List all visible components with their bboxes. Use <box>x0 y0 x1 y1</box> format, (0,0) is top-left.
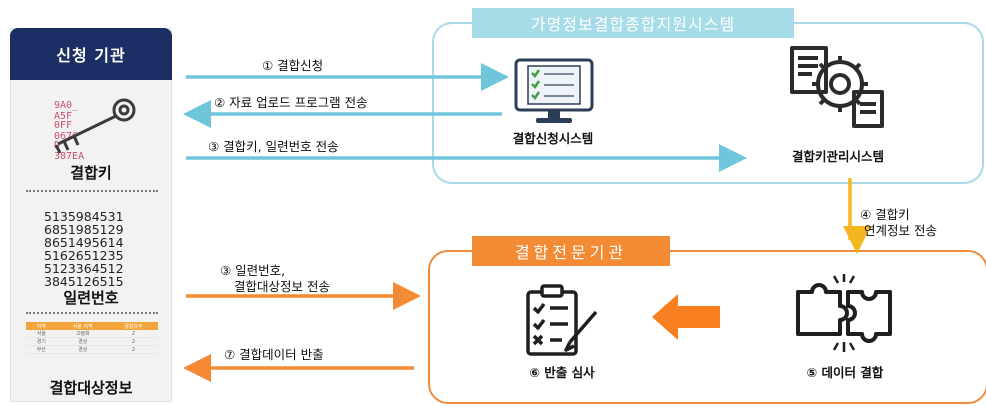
serial-item: 5123364512 <box>44 261 124 276</box>
table-header: 서울 지역 <box>56 322 109 330</box>
table-cell: 2 <box>108 330 158 338</box>
key-system-label: 결합키관리시스템 <box>791 149 884 164</box>
step7-label: ⑦ 결합데이터 반출 <box>224 347 324 362</box>
checklist-monitor-icon <box>514 58 594 123</box>
divider-2 <box>26 312 158 314</box>
expert-agency-title: 결합전문기관 <box>472 236 670 266</box>
table-header: 결합유무 <box>108 322 158 330</box>
gear-documents-icon <box>790 46 884 128</box>
support-system-title: 가명정보결합종합지원시스템 <box>472 8 794 38</box>
table-cell: 고령화 <box>56 330 109 338</box>
key-icon <box>54 98 136 154</box>
table-row: 서울 고령화 2 <box>26 330 158 338</box>
target-title: 결합대상정보 <box>49 379 133 397</box>
serial-item: 8651495614 <box>44 235 124 250</box>
review-label: ⑥ 반출 심사 <box>529 365 595 380</box>
divider-1 <box>26 190 158 192</box>
step3b-label-line2: 결합대상정보 전송 <box>234 279 330 294</box>
key-code-1: 9A0_ A5F <box>54 100 79 122</box>
key-code-2: 0FF 067C <box>54 120 79 142</box>
serial-title: 일련번호 <box>63 289 119 307</box>
table-row: 경기 경상 2 <box>26 337 158 346</box>
serial-item: 3845126515 <box>44 274 124 289</box>
step3b-label-line1: ③ 일련번호, <box>220 263 286 278</box>
table-cell: 경상 <box>56 337 109 346</box>
table-cell: 2 <box>108 345 158 354</box>
target-table: 지역 서울 지역 결합유무 서울 고령화 2 경기 경상 2 부산 경상 2 <box>26 322 158 354</box>
step3-label: ③ 결합키, 일련번호 전송 <box>208 139 339 154</box>
table-row: 부산 경상 2 <box>26 345 158 354</box>
step4-label-line2: 연계정보 전송 <box>864 223 937 238</box>
clipboard-review-icon <box>526 284 598 356</box>
step1-label: ① 결합신청 <box>262 58 324 73</box>
key-title: 결합키 <box>70 164 112 182</box>
serial-item: 5162651235 <box>44 248 124 263</box>
table-cell: 경기 <box>26 337 57 346</box>
serial-item: 5135984531 <box>44 209 124 224</box>
step2-label: ② 자료 업로드 프로그램 전송 <box>214 95 368 110</box>
process-arrow-icon <box>652 294 720 340</box>
table-cell: 경상 <box>56 345 109 354</box>
serial-list: 5135984531 6851985129 8651495614 5162651… <box>44 210 154 288</box>
table-cell: 2 <box>108 337 158 346</box>
serial-item: 6851985129 <box>44 222 124 237</box>
table-cell: 부산 <box>26 345 57 354</box>
table-cell: 서울 <box>26 330 57 338</box>
puzzle-icon <box>796 274 892 352</box>
applicant-header: 신청 기관 <box>10 28 172 80</box>
combine-label: ⑤ 데이터 결합 <box>806 365 884 380</box>
apply-system-label: 결합신청시스템 <box>512 131 594 146</box>
step4-label-line1: ④ 결합키 <box>860 207 910 222</box>
table-header: 지역 <box>26 322 57 330</box>
